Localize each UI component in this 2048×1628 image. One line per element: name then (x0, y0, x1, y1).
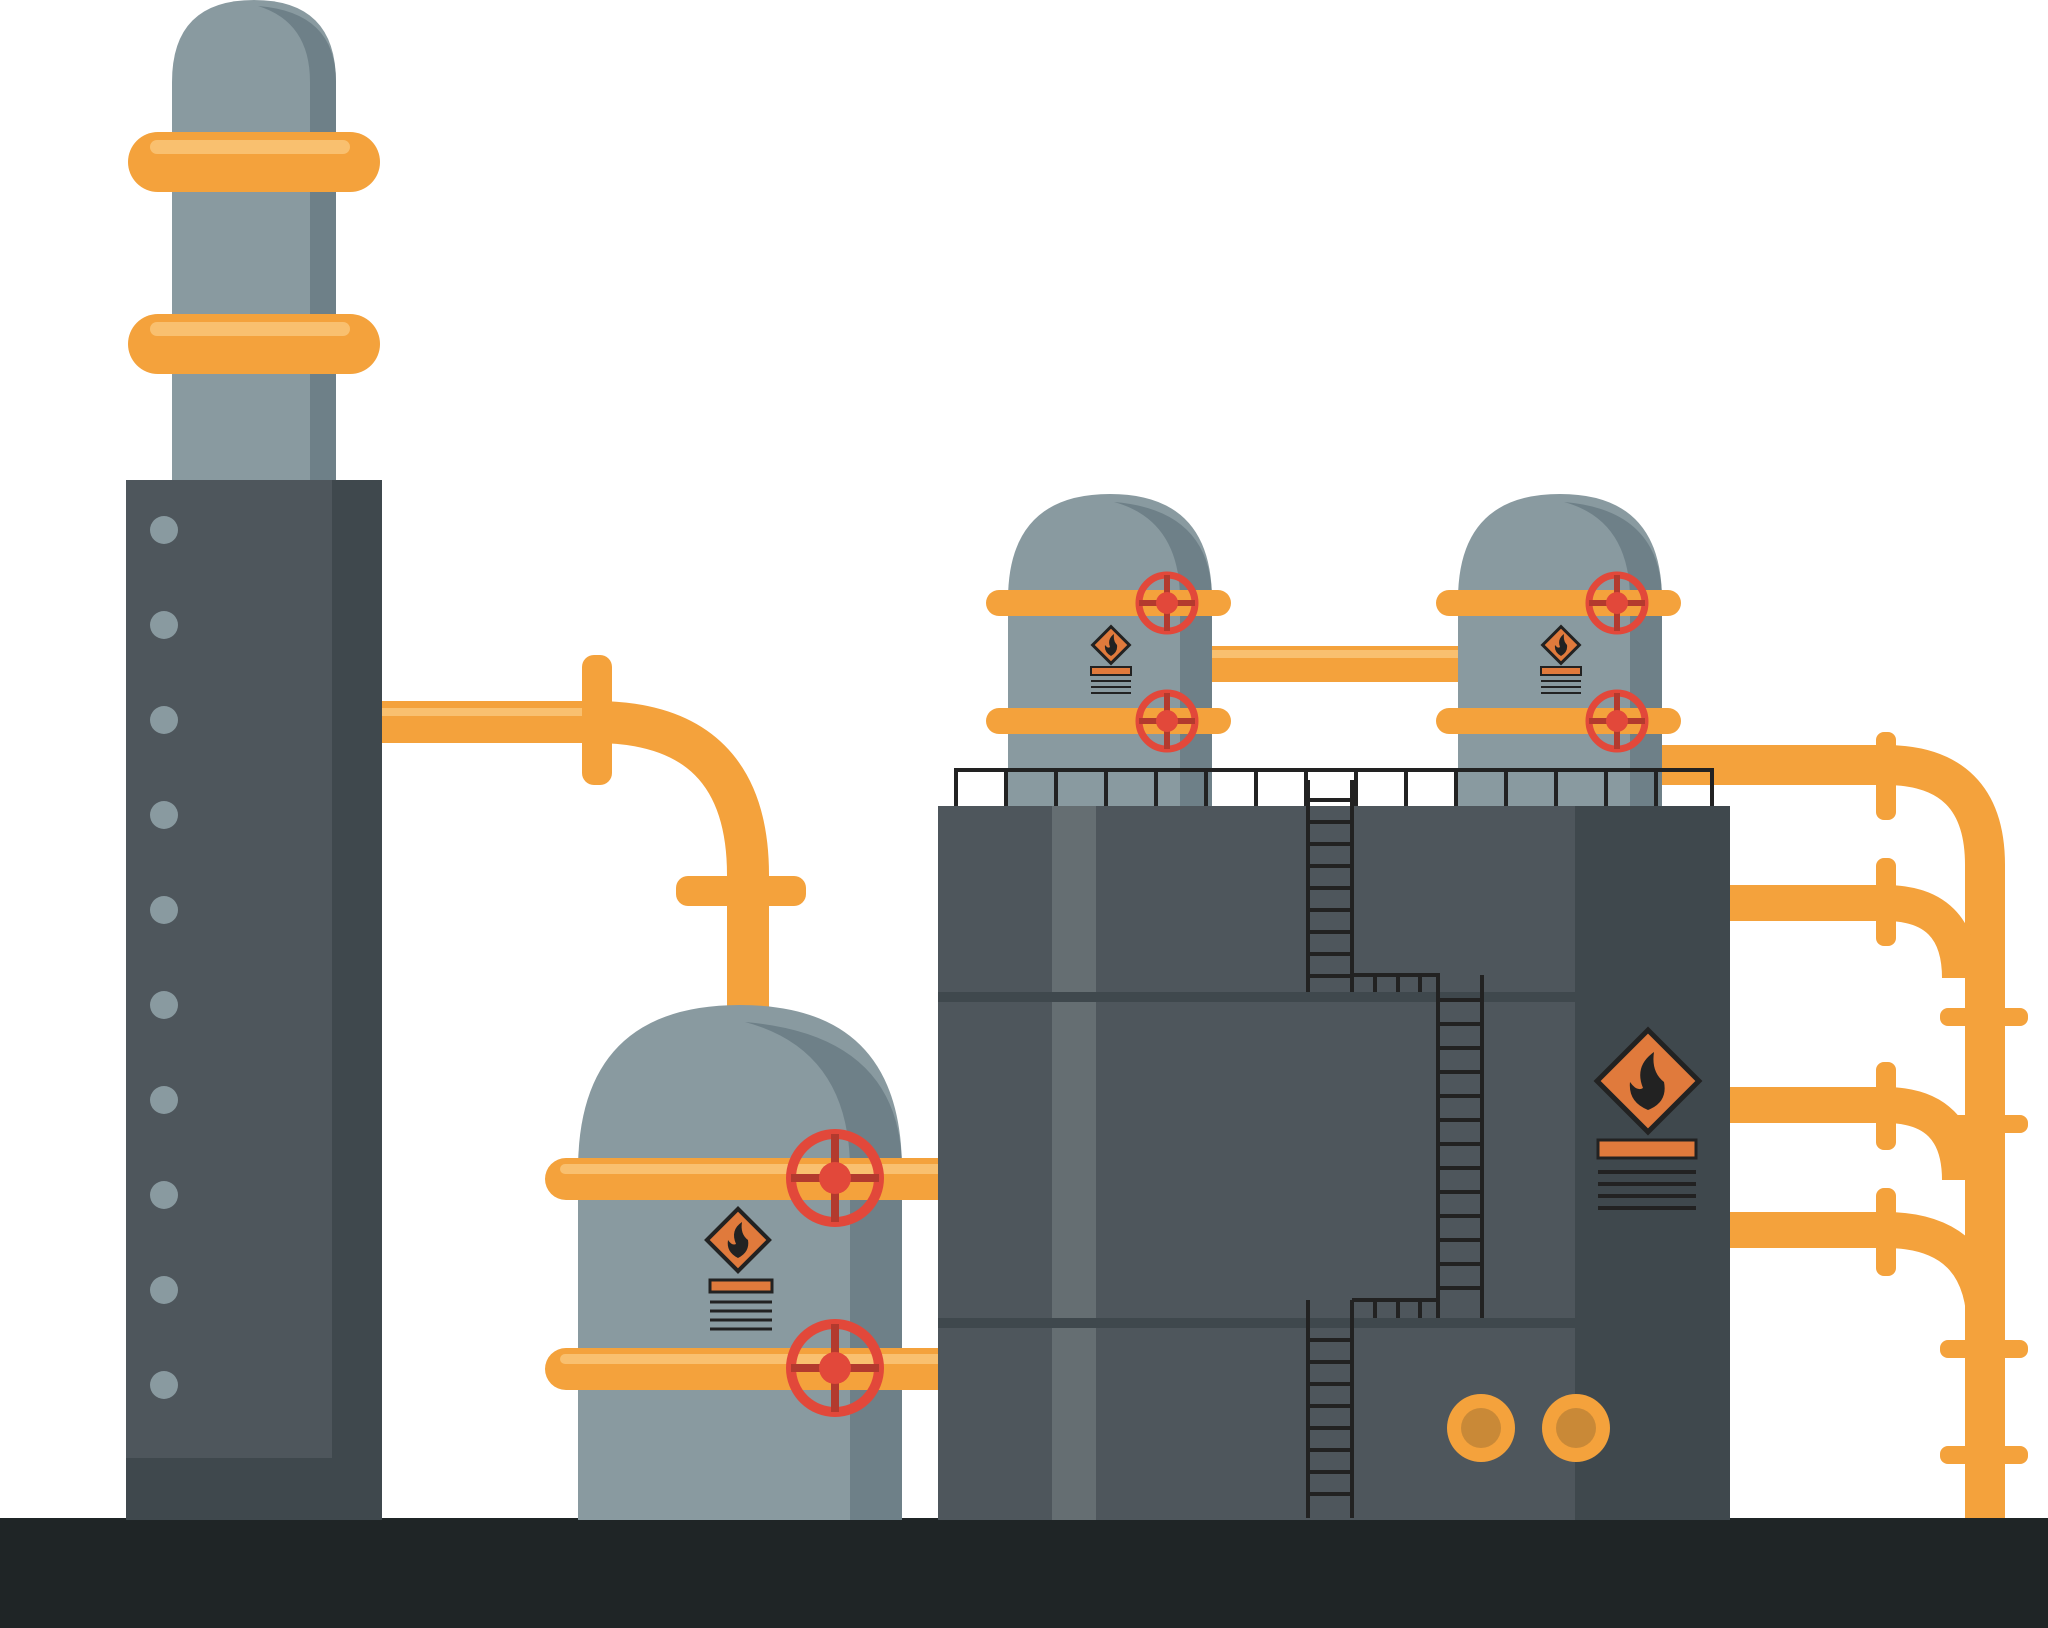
valve-wheel-icon (1585, 571, 1649, 635)
valve-wheel-icon (1585, 689, 1649, 753)
railing (954, 768, 1714, 806)
flame-icon (1540, 624, 1582, 666)
flame-icon (704, 1206, 772, 1274)
flame-icon (1090, 624, 1132, 666)
flame-icon (1593, 1026, 1703, 1136)
hatch-icon (1447, 1394, 1515, 1462)
right-pipe-bundle (1660, 732, 2028, 1518)
central-tank (938, 806, 1730, 1520)
top-tank-right (1436, 494, 1681, 806)
ground (0, 1518, 2048, 1628)
valve-wheel-icon (1135, 571, 1199, 635)
hatch-icon (1542, 1394, 1610, 1462)
lower-tank (545, 1005, 990, 1520)
top-tank-left (986, 494, 1231, 806)
valve-wheel-icon (786, 1319, 884, 1417)
valve-wheel-icon (1135, 689, 1199, 753)
valve-wheel-icon (786, 1129, 884, 1227)
elbow-pipe (382, 655, 806, 1010)
tall-tower (126, 0, 382, 1520)
ladder (1306, 780, 1484, 1518)
